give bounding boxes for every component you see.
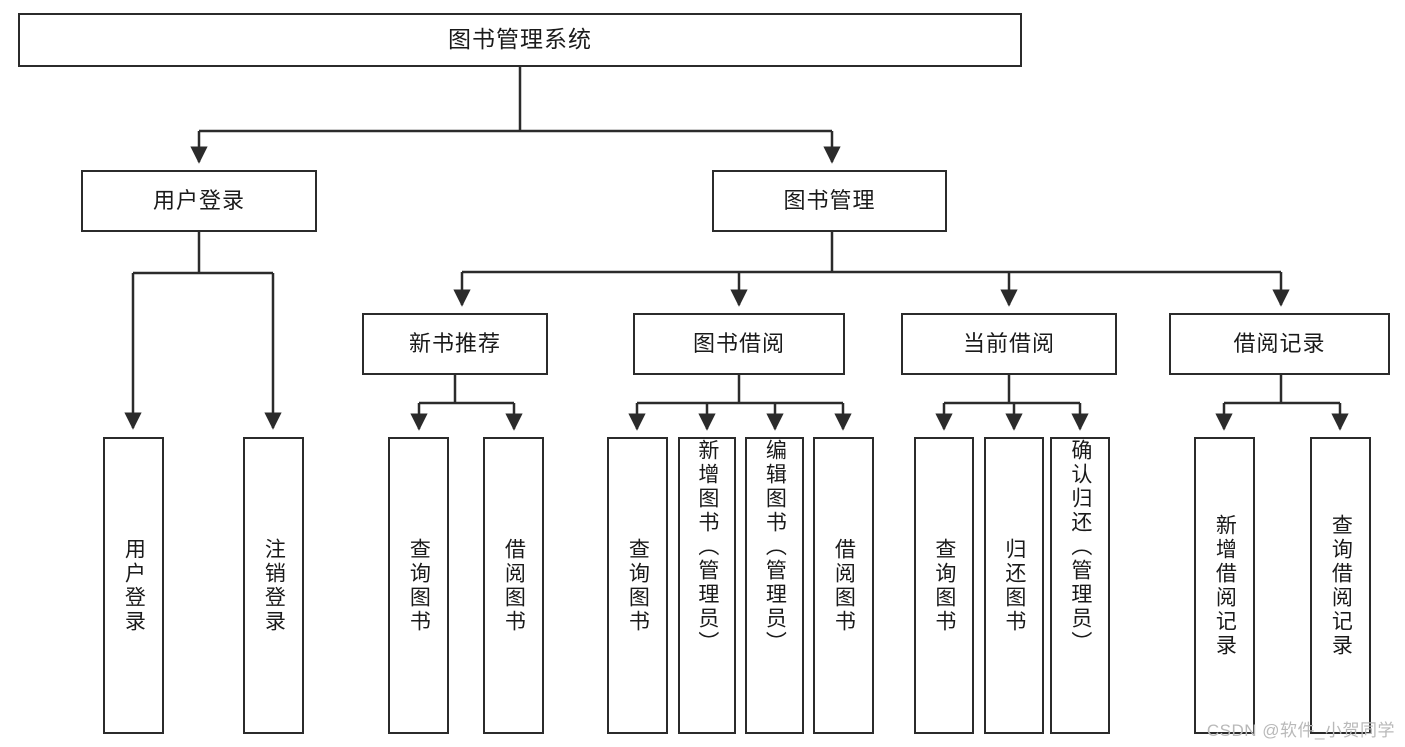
node-leaf-query-book-3[interactable]: 查询图书 xyxy=(914,437,974,734)
node-leaf-add-record-label: 新增借阅记录 xyxy=(1213,513,1237,658)
node-leaf-confirm-return[interactable]: 确认归还（管理员） xyxy=(1050,437,1110,734)
node-book-manage[interactable]: 图书管理 xyxy=(712,170,947,232)
node-leaf-borrow-book-2[interactable]: 借阅图书 xyxy=(813,437,874,734)
node-leaf-add-book-label: 新增图书（管理员） xyxy=(695,439,719,655)
node-root[interactable]: 图书管理系统 xyxy=(18,13,1022,67)
node-leaf-return-book-label: 归还图书 xyxy=(1002,537,1026,634)
node-book-borrow-label: 图书借阅 xyxy=(692,330,785,356)
node-new-book-recommend[interactable]: 新书推荐 xyxy=(362,313,548,375)
node-current-borrow-label: 当前借阅 xyxy=(962,330,1055,356)
node-leaf-user-logout-label: 注销登录 xyxy=(262,537,286,634)
node-borrow-record[interactable]: 借阅记录 xyxy=(1169,313,1390,375)
node-leaf-query-book-2[interactable]: 查询图书 xyxy=(607,437,668,734)
node-root-label: 图书管理系统 xyxy=(448,26,592,53)
node-leaf-query-book-1-label: 查询图书 xyxy=(407,537,431,634)
node-leaf-borrow-book-2-label: 借阅图书 xyxy=(832,537,856,634)
node-leaf-edit-book-label: 编辑图书（管理员） xyxy=(763,439,787,655)
node-leaf-user-login-label: 用户登录 xyxy=(122,537,146,634)
csdn-watermark: CSDN @软件_小贺同学 xyxy=(1206,721,1395,740)
node-leaf-query-book-3-label: 查询图书 xyxy=(932,537,956,634)
node-book-manage-label: 图书管理 xyxy=(783,187,876,213)
node-user-login-label: 用户登录 xyxy=(152,187,245,213)
node-leaf-return-book[interactable]: 归还图书 xyxy=(984,437,1044,734)
node-leaf-add-book[interactable]: 新增图书（管理员） xyxy=(678,437,736,734)
node-leaf-edit-book[interactable]: 编辑图书（管理员） xyxy=(745,437,804,734)
node-new-book-recommend-label: 新书推荐 xyxy=(408,330,501,356)
node-current-borrow[interactable]: 当前借阅 xyxy=(901,313,1117,375)
node-leaf-query-record[interactable]: 查询借阅记录 xyxy=(1310,437,1371,734)
node-leaf-query-record-label: 查询借阅记录 xyxy=(1329,513,1353,658)
node-leaf-borrow-book-1[interactable]: 借阅图书 xyxy=(483,437,544,734)
node-user-login[interactable]: 用户登录 xyxy=(81,170,317,232)
node-leaf-add-record[interactable]: 新增借阅记录 xyxy=(1194,437,1255,734)
node-book-borrow[interactable]: 图书借阅 xyxy=(633,313,845,375)
node-leaf-query-book-2-label: 查询图书 xyxy=(626,537,650,634)
node-leaf-borrow-book-1-label: 借阅图书 xyxy=(502,537,526,634)
node-leaf-query-book-1[interactable]: 查询图书 xyxy=(388,437,449,734)
node-leaf-user-login[interactable]: 用户登录 xyxy=(103,437,164,734)
node-borrow-record-label: 借阅记录 xyxy=(1233,330,1326,356)
node-leaf-confirm-return-label: 确认归还（管理员） xyxy=(1068,439,1092,655)
node-leaf-user-logout[interactable]: 注销登录 xyxy=(243,437,304,734)
